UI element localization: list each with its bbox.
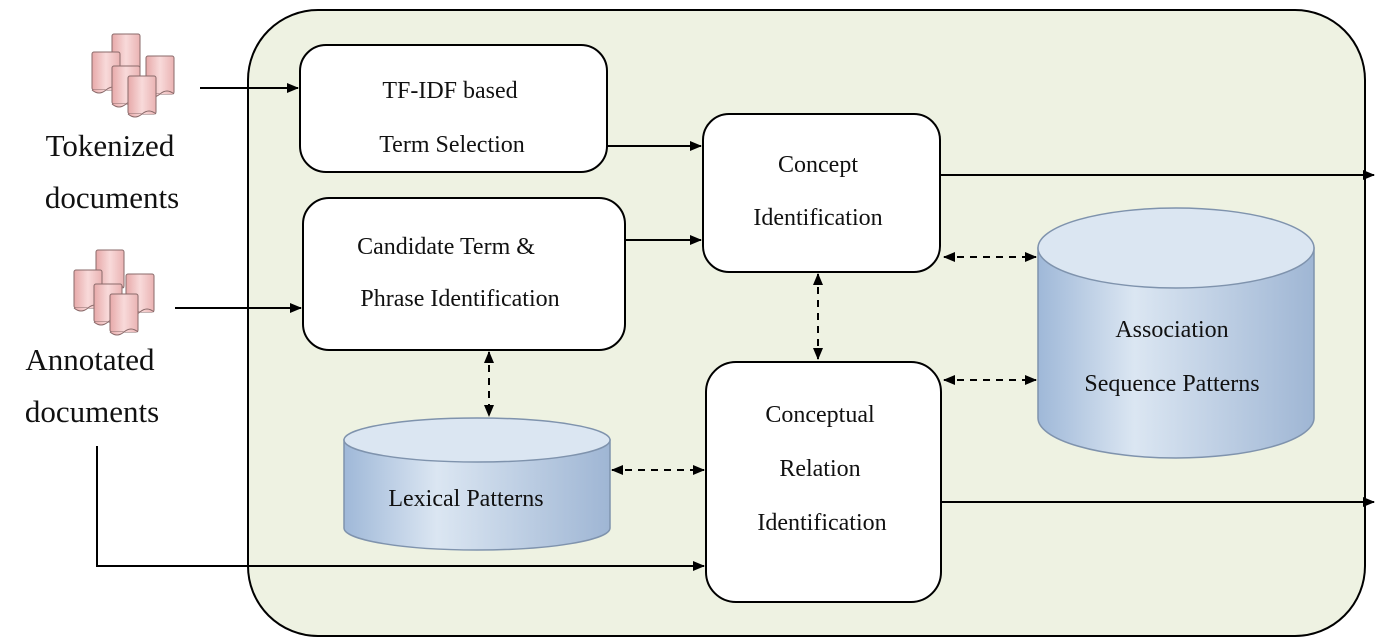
association-sequence-patterns-store: Association Sequence Patterns xyxy=(1037,207,1315,459)
concept-box-line2: Identification xyxy=(753,205,882,231)
lexical-patterns-label: Lexical Patterns xyxy=(388,486,543,512)
tfidf-box-line1: TF-IDF based xyxy=(382,78,517,104)
concept-identification-box: Concept Identification xyxy=(702,113,941,273)
relation-box-line1: Conceptual xyxy=(765,402,875,428)
relation-box-line3: Identification xyxy=(757,510,886,536)
tokenized-documents-icon xyxy=(91,33,175,118)
arrow-annotated-to-relation xyxy=(96,446,705,571)
conceptual-relation-box: Conceptual Relation Identification xyxy=(705,361,942,603)
annotated-documents-icon xyxy=(73,249,155,336)
candidate-box-line1: Candidate Term & xyxy=(357,234,535,260)
candidate-box-line2: Phrase Identification xyxy=(360,286,559,312)
concept-box-line1: Concept xyxy=(778,152,858,178)
annotated-label-line1: Annotated xyxy=(25,342,155,377)
association-label-line1: Association xyxy=(1115,317,1228,343)
tokenized-label-line2: documents xyxy=(45,180,179,215)
annotated-label-line2: documents xyxy=(25,394,159,429)
tokenized-label-line1: Tokenized xyxy=(46,128,175,163)
lexical-patterns-store: Lexical Patterns xyxy=(343,417,611,551)
association-label-line2: Sequence Patterns xyxy=(1084,371,1259,397)
candidate-term-phrase-box: Candidate Term & Phrase Identification xyxy=(302,197,626,351)
tfidf-term-selection-box: TF-IDF based Term Selection xyxy=(299,44,608,173)
tfidf-box-line2: Term Selection xyxy=(379,132,525,158)
relation-box-line2: Relation xyxy=(779,456,860,482)
